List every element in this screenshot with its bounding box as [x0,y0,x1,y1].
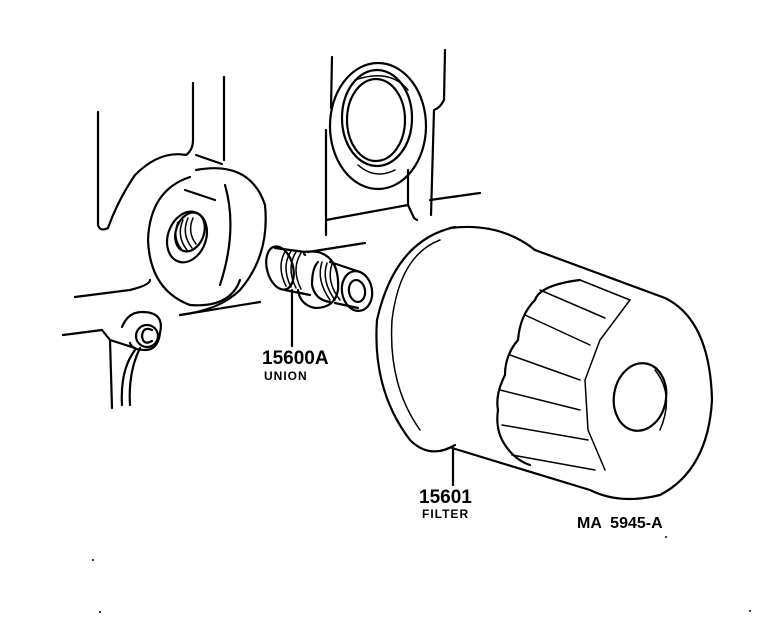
oil-filter [375,225,714,501]
filter-part-number: 15601 [419,487,472,508]
union-fitting [265,245,374,348]
union-part-name: UNION [264,369,308,383]
union-part-number: 15600A [262,348,329,369]
filter-part-name: FILTER [422,507,470,521]
engine-block-upper [306,48,482,254]
scan-dots [92,536,751,613]
engine-block [61,75,267,410]
figure-code: MA 5945-A [577,515,663,532]
